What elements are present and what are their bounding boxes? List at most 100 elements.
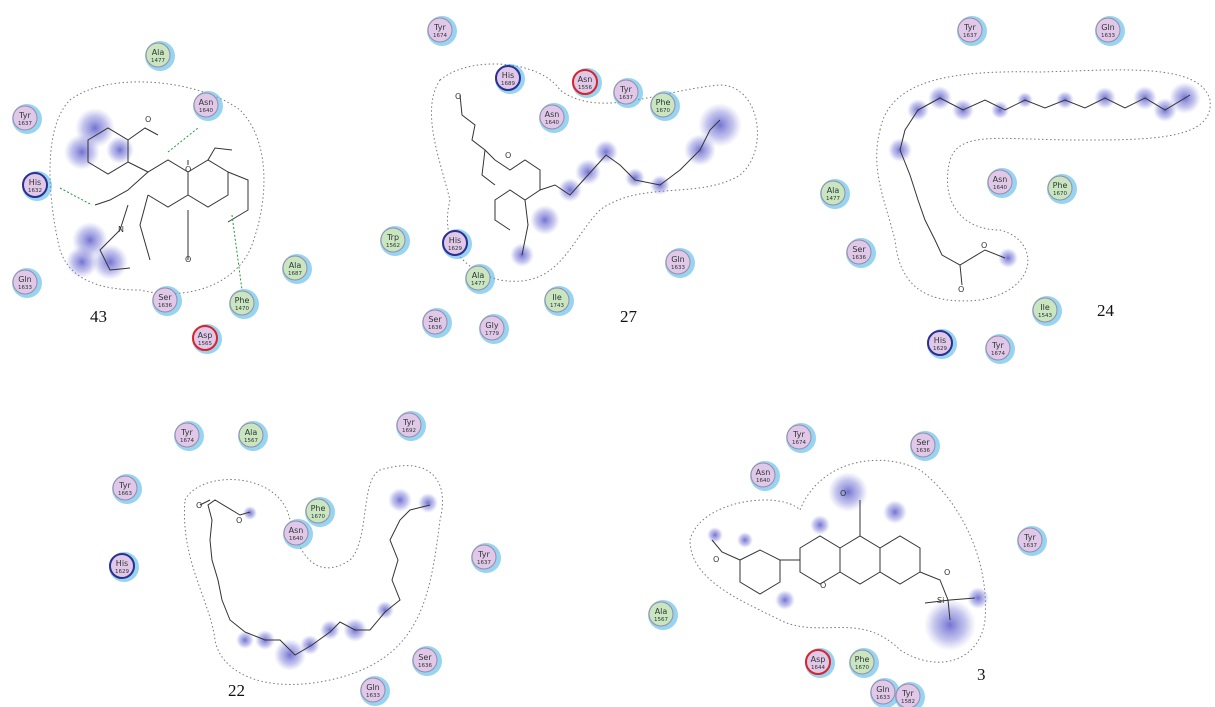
residue-name: Ala [245,428,258,437]
residue-disc [442,230,468,256]
residue-number: 1636 [418,663,432,669]
residue-number: 1633 [1101,33,1115,39]
residue-name: Tyr [477,550,490,559]
residue-name: His [116,559,128,568]
residue-number: 1565 [198,341,212,347]
residue-number: 1674 [991,351,1005,357]
residue-name: Asn [756,468,771,477]
residue-disc [750,462,776,488]
residue-number: 1633 [671,265,685,271]
ligand-atom-label: O [196,501,202,510]
residue-disc [987,169,1013,195]
residue-number: 1640 [289,536,303,542]
residue-name: Ala [289,261,302,270]
panel-27: O O 27 [430,63,758,326]
residue-name: Tyr [18,111,31,120]
residue-number: 1629 [448,246,462,252]
residue-disc [422,309,448,335]
ligand-atom-label: O [944,568,950,577]
residue-number: 1687 [288,271,302,277]
residue-disc [412,647,438,673]
residue-disc [650,92,676,118]
residue-number: 1477 [826,196,840,202]
residue-disc [193,92,219,118]
panel-label: 22 [228,681,245,700]
residue-disc [471,544,497,570]
residue-disc [665,249,691,275]
residue-name: Asp [198,331,213,340]
residue-disc [12,269,38,295]
residue-number: 1567 [244,438,258,444]
residue-number: 1477 [471,281,485,287]
residue-name: His [29,178,41,187]
residue-name: Ala [655,607,668,616]
residue-disc [805,649,831,675]
residue-disc [465,265,491,291]
residue-number: 1779 [485,331,499,337]
residue-disc [846,239,872,265]
residue-disc [238,422,264,448]
residue-name: Tyr [180,428,193,437]
residue-disc [282,255,308,281]
panel-24: O O 24 [876,69,1211,320]
residue-name: Ser [852,245,866,254]
ligand-atom-label: O [840,489,846,498]
residue-disc [22,172,48,198]
residue-name: Ser [158,293,172,302]
residue-disc [12,105,38,131]
residue-name: Ile [552,293,562,302]
ligand-atom-label: O [236,516,242,525]
residue-name: Tyr [118,481,131,490]
residue-number: 1637 [18,121,32,127]
residue-name: His [502,71,514,80]
residue-name: Gln [671,255,685,264]
residue-number: 1689 [501,81,515,87]
residue-disc [109,553,135,579]
residue-disc [572,69,598,95]
residue-number: 1637 [1023,543,1037,549]
residue-name: Gln [18,275,32,284]
residue-name: Tyr [963,23,976,32]
residue-disc [1095,17,1121,43]
panel-label: 43 [90,307,107,326]
residue-name: Gln [1101,23,1115,32]
residue-number: 1670 [656,108,670,114]
residue-number: 1629 [115,569,129,575]
residue-number: 1637 [477,560,491,566]
residue-name: Phe [855,655,870,664]
residue-number: 1670 [855,665,869,671]
residue-number: 1644 [811,665,825,671]
residue-disc [544,287,570,313]
residue-name: Ser [418,653,432,662]
residue-number: 1663 [118,491,132,497]
ligand-atom-label: O [455,92,461,101]
residue-disc [927,330,953,356]
residue-disc [1032,297,1058,323]
residue-disc [174,422,200,448]
residue-disc [539,104,565,130]
residue-name: His [934,336,946,345]
residue-disc [396,412,422,438]
residue-name: Asp [811,655,826,664]
ligand-atom-label: O [820,581,826,590]
residue-disc [192,325,218,351]
residue-disc [849,649,875,675]
ligand-atom-label: O [505,151,511,160]
residue-name: Phe [1053,181,1068,190]
residue-name: Asn [199,98,214,107]
residue-name: Asn [545,110,560,119]
